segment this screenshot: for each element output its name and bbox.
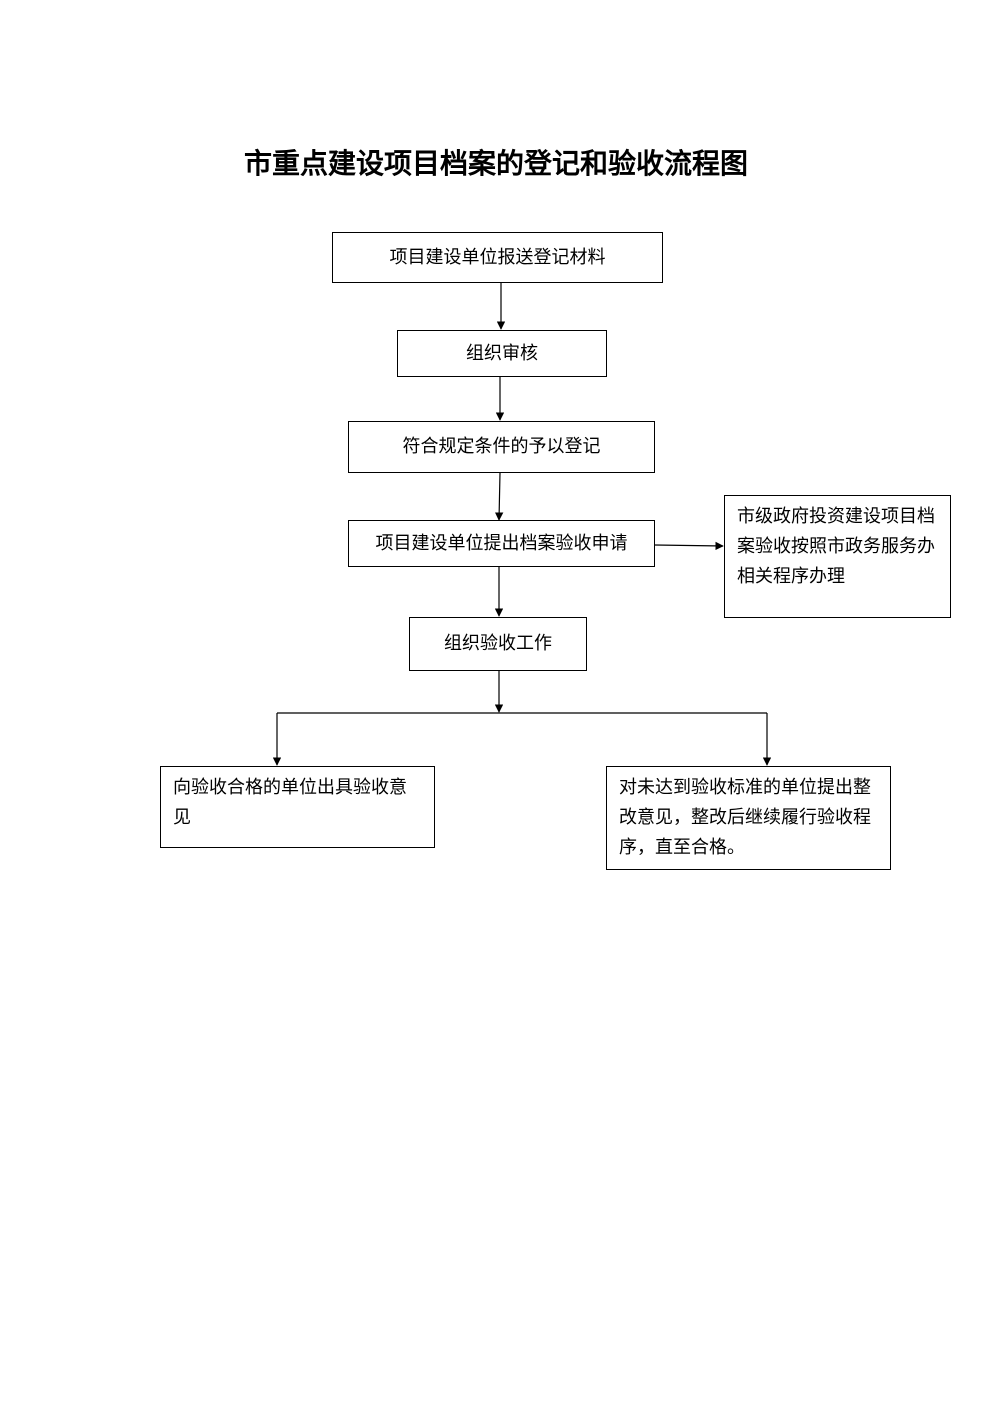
step-register-box: 符合规定条件的予以登记 bbox=[348, 421, 655, 473]
step-fail-label: 对未达到验收标准的单位提出整改意见，整改后继续履行验收程序，直至合格。 bbox=[619, 777, 871, 858]
step-organize-label: 组织验收工作 bbox=[444, 633, 552, 654]
step-gov-invest-label: 市级政府投资建设项目档案验收按照市政务服务办相关程序办理 bbox=[737, 506, 935, 587]
step-review-box: 组织审核 bbox=[397, 330, 607, 377]
step-submit-label: 项目建设单位报送登记材料 bbox=[389, 246, 606, 268]
step-submit-box: 项目建设单位报送登记材料 bbox=[332, 232, 663, 283]
step-pass-box: 向验收合格的单位出具验收意见 bbox=[160, 766, 435, 848]
step-organize-box: 组织验收工作 bbox=[409, 617, 587, 671]
arrow-apply-to-gov bbox=[654, 541, 724, 551]
step-gov-invest-box: 市级政府投资建设项目档案验收按照市政务服务办相关程序办理 bbox=[724, 495, 951, 618]
step-review-label: 组织审核 bbox=[466, 342, 538, 364]
step-fail-box: 对未达到验收标准的单位提出整改意见，整改后继续履行验收程序，直至合格。 bbox=[606, 766, 891, 870]
step-apply-box: 项目建设单位提出档案验收申请 bbox=[348, 520, 655, 567]
step-pass-label: 向验收合格的单位出具验收意见 bbox=[173, 777, 407, 828]
step-register-label: 符合规定条件的予以登记 bbox=[402, 436, 601, 457]
arrow-register-to-apply bbox=[494, 472, 504, 521]
step-apply-label: 项目建设单位提出档案验收申请 bbox=[375, 532, 628, 554]
page-title: 市重点建设项目档案的登记和验收流程图 bbox=[243, 147, 748, 180]
